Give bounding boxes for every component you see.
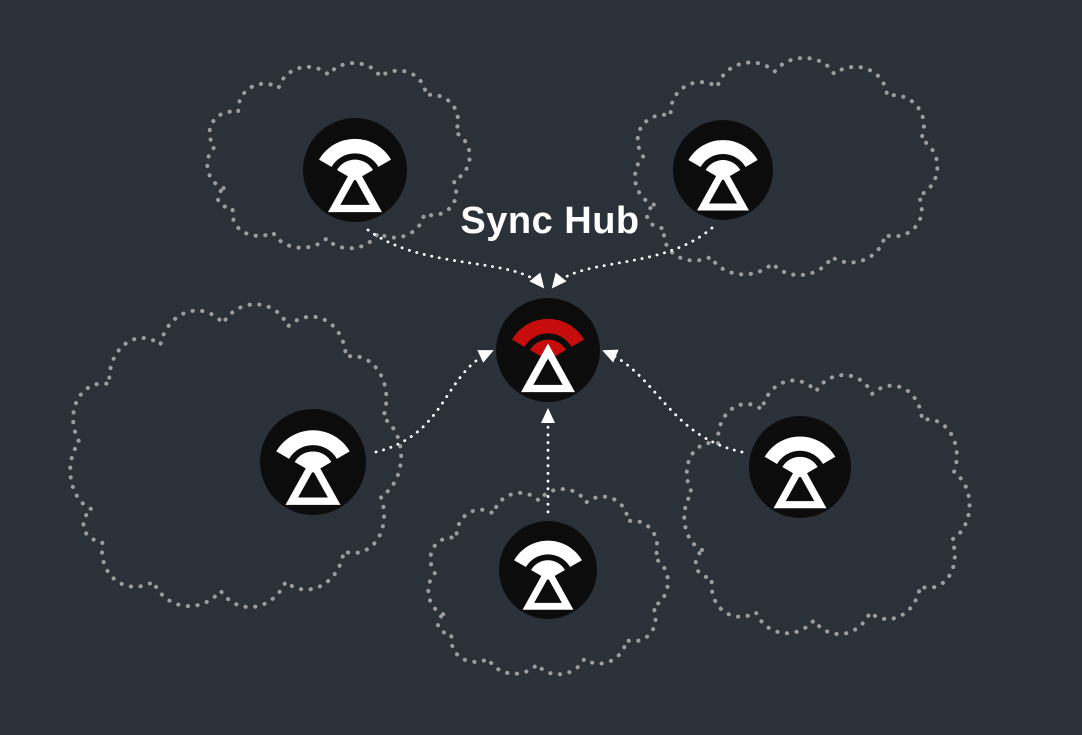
sync-device-icon-bottom-center: [499, 521, 597, 619]
sync-hub-icon: [496, 298, 600, 402]
sync-hub-label: Sync Hub: [460, 200, 640, 242]
sync-device-icon-middle-right: [749, 416, 851, 518]
sync-device-icon-top-right: [673, 120, 773, 220]
arrow-middle-right-to-hub: [602, 349, 744, 454]
arrow-top-right-to-hub: [551, 226, 714, 289]
sync-device-icon-top-left: [303, 118, 407, 222]
hub-triangle: [521, 343, 575, 393]
sync-device-icon-middle-left: [260, 409, 366, 515]
hub-signal-band: [512, 318, 584, 347]
sync-arrows: [366, 226, 744, 514]
arrow-middle-left-to-hub: [374, 349, 494, 454]
